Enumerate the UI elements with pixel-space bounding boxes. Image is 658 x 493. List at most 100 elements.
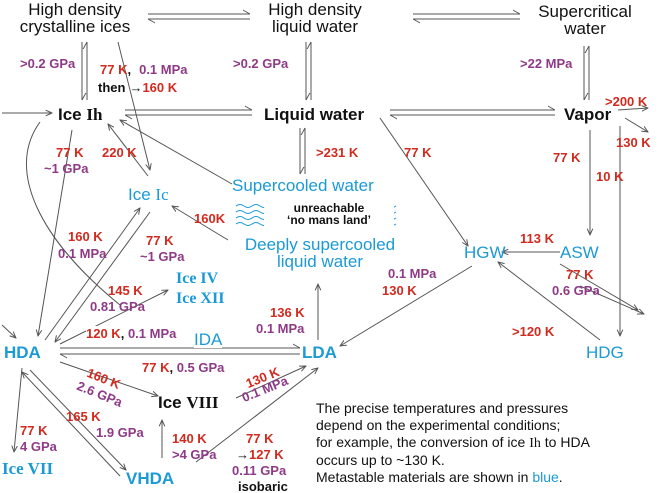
label-t-160k-hda: 160 K [68, 229, 103, 244]
label-p-01mpa-hgw: 0.1 MPa [388, 266, 437, 281]
label-p-01mpa-ida: 0.1 MPa [127, 326, 177, 341]
node-asw: ASW [560, 243, 599, 262]
label-t-130k-hgw: 130 K [382, 283, 417, 298]
footnote-line1: The precise temperatures and pressures [316, 400, 569, 416]
label-then: then [98, 80, 126, 95]
label-t-160k-dsc: 160K [194, 211, 226, 226]
node-ice-ih-suffix: Ih [86, 105, 103, 124]
label-t-77k-ih: 77 K [56, 145, 84, 160]
label-t-140k: 140 K [172, 431, 207, 446]
node-hda: HDA [4, 343, 41, 362]
footnote-line5: Metastable materials are shown in blue. [316, 469, 590, 486]
label-77k-05gpa: 77 K, 0.5 GPa [142, 360, 224, 376]
label-ida-sep: , [120, 326, 128, 341]
node-ice-ic-prefix: Ice [128, 185, 156, 204]
node-ice-xii: Ice XII [176, 290, 225, 307]
node-ice-viii-prefix: Ice [158, 393, 187, 412]
label-t-77k-lw: 77 K [404, 145, 432, 160]
label-t-120k-hdg: >120 K [512, 324, 555, 339]
node-liquid-water: Liquid water [264, 105, 365, 124]
label-t-77k-asw: 77 K [566, 267, 594, 282]
label-127k-arrow: → [236, 447, 249, 462]
node-ice-viii-suffix: VIII [186, 393, 219, 412]
label-then-arrow: → [129, 80, 143, 95]
label-comma: , [127, 62, 132, 77]
no-mans-land-line2: ‘no mans land’ [286, 213, 371, 227]
label-p-1gpa-ic: ~1 GPa [140, 249, 185, 264]
footnote-line2: depend on the experimental conditions; [316, 417, 561, 433]
footnote-line5-blue: blue [532, 469, 559, 485]
label-p-081gpa: 0.81 GPa [90, 299, 145, 314]
label-p-1gpa-ih: ~1 GPa [44, 161, 89, 176]
node-hd-liquid-line2: liquid water [272, 17, 358, 36]
node-ice-ic: Ice Ic [128, 186, 169, 203]
label-t-77k-ic: 77 K [146, 233, 174, 248]
node-supercritical-water: Supercritical water [515, 3, 655, 37]
label-77k-01mpa: 77 K,0.1 MPa [100, 62, 188, 78]
label-p-011gpa: 0.11 GPa [232, 463, 287, 478]
label-p-01mpa-lda: 0.1 MPa [256, 321, 305, 336]
label-p-06gpa: 0.6 GPa [552, 283, 600, 298]
node-deeply-line2: liquid water [277, 252, 363, 271]
node-ida: IDA [194, 330, 223, 349]
node-lda: LDA [302, 343, 337, 362]
label-p-05gpa: 0.5 GPa [176, 360, 225, 375]
node-vhda: VHDA [126, 469, 175, 488]
footnote-line5-a: Metastable materials are shown in [316, 469, 533, 485]
node-hdg: HDG [586, 343, 624, 362]
node-ice-ih: Ice Ih [58, 106, 102, 123]
footnote-line3: for example, the conversion of ice Ih to… [316, 434, 590, 452]
label-160k-top: 160 K [142, 80, 178, 95]
label-then-160k: then→160 K [98, 80, 177, 96]
node-supercritical-line2: water [564, 19, 606, 38]
label-t-136k: 136 K [270, 305, 305, 320]
no-mans-land-line1: unreachable [293, 201, 365, 215]
label-01mpa-top: 0.1 MPa [139, 62, 188, 77]
node-ice-vii: Ice VII [2, 459, 54, 478]
footnote-line5-c: . [558, 469, 563, 485]
footnote-line3-b: Ih [529, 436, 541, 451]
label-isobaric: isobaric [238, 479, 288, 493]
label-p-02gpa-left: >0.2 GPa [20, 56, 76, 71]
node-vapor: Vapor [564, 105, 612, 124]
node-hd-crystalline-line1: High density [28, 0, 122, 19]
footnote-line3-a: for example, the conversion of ice [316, 434, 530, 450]
label-p-19gpa: 1.9 GPa [96, 425, 144, 440]
label-05gpa-sep: , [169, 360, 177, 375]
footnote-line4: occurs up to ~130 K. [316, 452, 445, 468]
label-t-77k-vhda: 77 K [246, 431, 274, 446]
node-supercritical-line1: Supercritical [538, 2, 632, 21]
no-mans-land-label: unreachable ‘no mans land’ [264, 201, 394, 227]
node-hd-crystalline-ices: High density crystalline ices [0, 1, 150, 35]
label-127k: →127 K [236, 447, 284, 463]
label-p-02gpa-mid: >0.2 GPa [233, 56, 289, 71]
label-p-22mpa: >22 MPa [520, 56, 573, 71]
footnote: The precise temperatures and pressures d… [316, 400, 590, 486]
label-t-77k-vapor: 77 K [553, 150, 581, 165]
label-t-10k: 10 K [596, 169, 624, 184]
label-t-113k: 113 K [520, 231, 554, 246]
label-t-145k: 145 K [108, 283, 143, 298]
label-t-127k: 127 K [249, 447, 284, 462]
node-ice-iv: Ice IV [176, 270, 219, 287]
node-deeply-supercooled: Deeply supercooled liquid water [225, 236, 415, 270]
node-hgw: HGW [464, 243, 506, 262]
node-ice-ic-suffix: Ic [155, 185, 169, 204]
label-120k-01mpa: 120 K, 0.1 MPa [86, 326, 177, 342]
node-deeply-line1: Deeply supercooled [244, 235, 396, 254]
node-hd-liquid-water: High density liquid water [240, 1, 390, 35]
label-t-231k: >231 K [316, 145, 359, 160]
node-ice-ih-prefix: Ice [58, 105, 87, 124]
footnote-line3-c: to HDA [540, 434, 590, 450]
label-p-4gpa-vii: 4 GPa [20, 439, 57, 454]
label-t-77k-hda-lda: 77 K [142, 360, 170, 375]
label-t-200k: >200 K [605, 94, 648, 109]
label-t-165k: 165 K [66, 409, 101, 424]
label-p-01mpa-hda: 0.1 MPa [58, 246, 107, 261]
node-hd-crystalline-line2: crystalline ices [19, 17, 131, 36]
node-ice-viii: Ice VIII [158, 394, 218, 411]
node-supercooled-water: Supercooled water [232, 176, 374, 195]
node-hd-liquid-line1: High density [268, 0, 362, 19]
